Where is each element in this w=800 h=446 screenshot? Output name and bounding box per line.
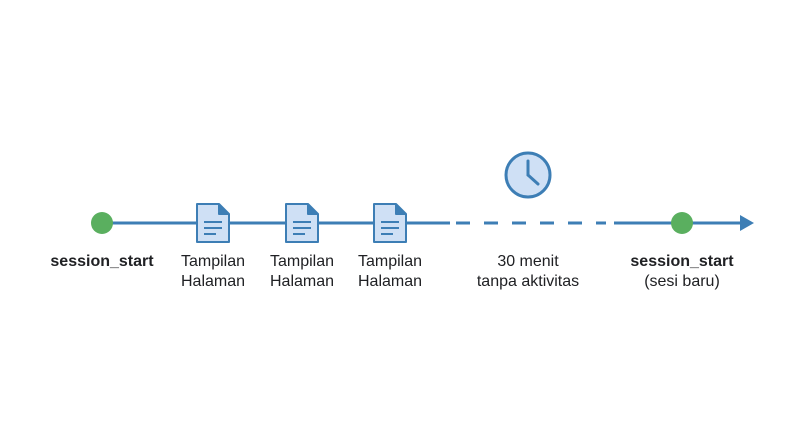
session-start-new-label: session_start (sesi baru)	[630, 253, 734, 290]
document-icon	[373, 203, 407, 243]
session-start-new-dot-icon	[671, 212, 693, 234]
clock-icon	[504, 151, 552, 199]
page-view-label-3: Tampilan Halaman	[357, 253, 423, 290]
inactivity-label: 30 menit tanpa aktivitas	[476, 253, 580, 290]
document-icon	[285, 203, 319, 243]
timeline-arrow-head	[740, 215, 754, 231]
session-start-dot-icon	[91, 212, 113, 234]
session-start-label: session_start	[50, 253, 154, 270]
page-view-label-1: Tampilan Halaman	[180, 253, 246, 290]
document-icon	[196, 203, 230, 243]
page-view-label-2: Tampilan Halaman	[269, 253, 335, 290]
